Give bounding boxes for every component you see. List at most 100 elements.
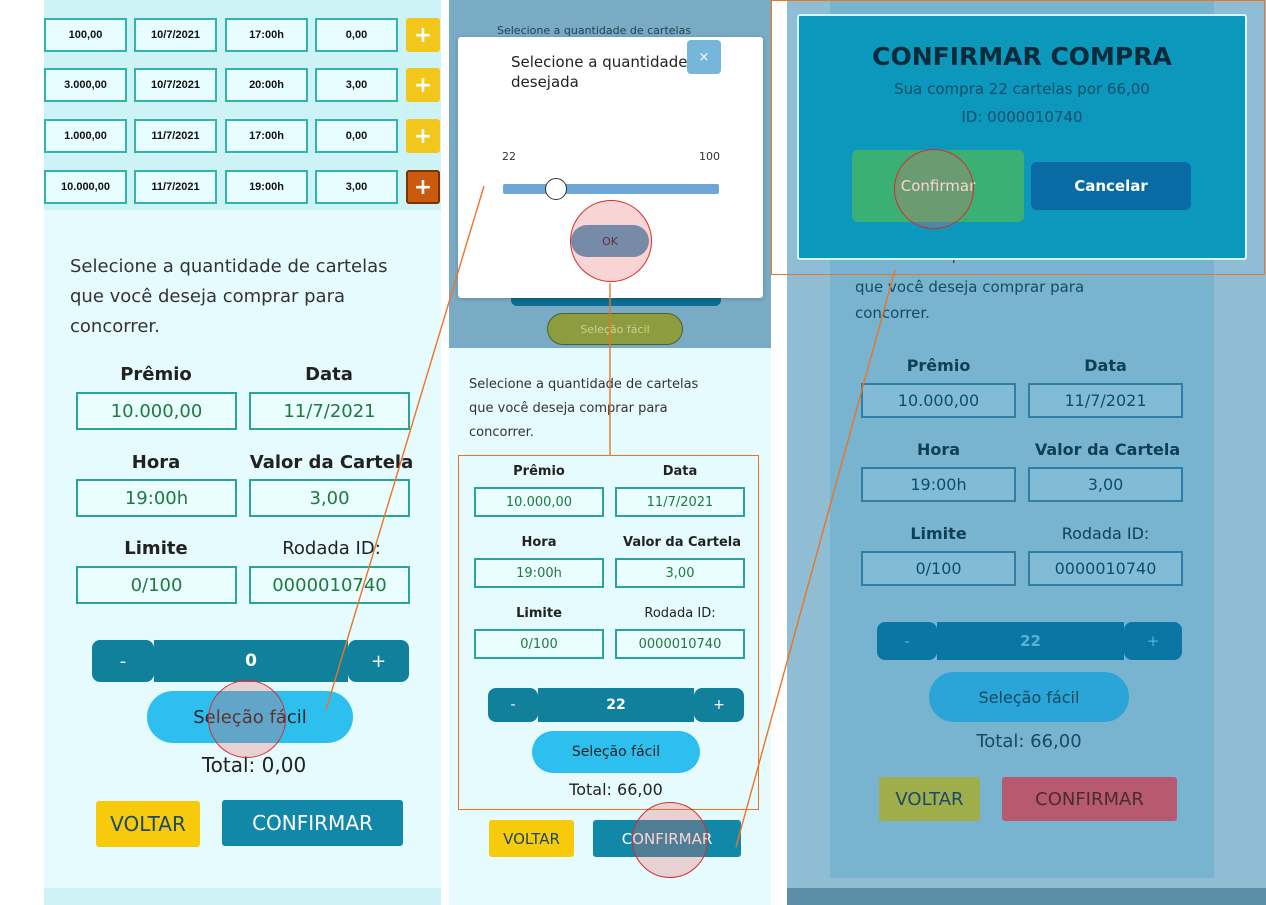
intro-line: que você deseja comprar para — [855, 278, 1085, 296]
intro-line: Selecione a quantidade de cartelas — [469, 377, 699, 392]
table-cell-premio[interactable]: 3.000,00 — [44, 68, 127, 102]
rounds-table: 100,00 10/7/2021 17:00h 0,00 + 3.000,00 … — [44, 0, 441, 210]
data-label: Data — [662, 464, 698, 479]
table-cell-data[interactable]: 11/7/2021 — [134, 119, 217, 153]
limite-label: Limite — [124, 538, 188, 559]
zoom-highlight-box — [458, 455, 759, 810]
table-cell-hora[interactable]: 17:00h — [225, 119, 308, 153]
table-cell-valor[interactable]: 3,00 — [315, 170, 398, 204]
quantity-minus-button[interactable]: - — [488, 688, 538, 722]
purchase-intro-text: Selecione a quantidade de cartelas que v… — [469, 373, 698, 445]
premio-field: 10.000,00 — [474, 487, 604, 517]
data-field: 11/7/2021 — [615, 487, 745, 517]
slider-min-label: 22 — [502, 150, 516, 163]
footer-strip — [44, 888, 441, 905]
add-round-button[interactable]: + — [406, 119, 440, 153]
data-label: Data — [305, 364, 353, 385]
intro-line: concorrer. — [70, 316, 160, 337]
rodada-id-field: 0000010740 — [615, 629, 745, 659]
rodada-id-label: Rodada ID: — [644, 606, 716, 621]
limite-field: 0/100 — [861, 551, 1016, 586]
dialog-title: CONFIRMAR COMPRA — [872, 42, 1172, 71]
selecao-facil-button[interactable]: Seleção fácil — [532, 731, 700, 773]
intro-line: que você deseja comprar para — [70, 286, 346, 307]
premio-label: Prêmio — [120, 364, 192, 385]
add-round-button[interactable]: + — [406, 18, 440, 52]
valor-cartela-label: Valor da Cartela — [1034, 440, 1181, 459]
table-cell-hora[interactable]: 19:00h — [225, 170, 308, 204]
dialog-cancel-button[interactable]: Cancelar — [1031, 162, 1191, 210]
table-cell-data[interactable]: 10/7/2021 — [134, 68, 217, 102]
backdrop-header-text: Selecione a quantidade de cartelas — [497, 24, 692, 37]
confirmar-button[interactable]: CONFIRMAR — [1002, 777, 1177, 821]
hora-label: Hora — [916, 440, 961, 459]
table-cell-premio[interactable]: 10.000,00 — [44, 170, 127, 204]
quantity-plus-button[interactable]: + — [348, 640, 409, 682]
voltar-button[interactable]: VOLTAR — [489, 820, 574, 857]
modal-title: Selecione a quantidade desejada — [511, 52, 687, 92]
data-field: 11/7/2021 — [249, 392, 410, 430]
table-cell-valor[interactable]: 0,00 — [315, 18, 398, 52]
intro-line: Selecione a quantidade de cartelas — [70, 256, 388, 277]
dialog-id: ID: 0000010740 — [961, 108, 1083, 126]
table-cell-hora[interactable]: 17:00h — [225, 18, 308, 52]
total-text: Total: 66,00 — [976, 731, 1082, 752]
quantity-value[interactable]: 22 — [538, 688, 694, 722]
dialog-message: Sua compra 22 cartelas por 66,00 — [894, 80, 1150, 98]
valor-cartela-label: Valor da Cartela — [622, 535, 742, 550]
voltar-button[interactable]: VOLTAR — [96, 801, 200, 847]
close-icon[interactable]: × — [687, 40, 721, 74]
limite-label: Limite — [516, 606, 562, 621]
quantity-plus-button[interactable]: + — [1124, 622, 1182, 660]
hora-label: Hora — [521, 535, 557, 550]
rodada-id-field: 0000010740 — [1028, 551, 1183, 586]
modal-title-line: Selecione a quantidade — [511, 53, 688, 71]
quantity-value[interactable]: 0 — [154, 640, 348, 682]
add-round-button[interactable]: + — [406, 68, 440, 102]
click-highlight-circle — [208, 680, 286, 758]
panel-1-purchase-screen: 100,00 10/7/2021 17:00h 0,00 + 3.000,00 … — [44, 0, 441, 905]
quantity-value[interactable]: 22 — [937, 622, 1124, 660]
limite-field: 0/100 — [474, 629, 604, 659]
selecao-facil-button[interactable]: Seleção fácil — [929, 672, 1129, 722]
add-round-button-selected[interactable]: + — [406, 170, 440, 204]
quantity-minus-button[interactable]: - — [92, 640, 154, 682]
hora-field: 19:00h — [474, 558, 604, 588]
table-cell-hora[interactable]: 20:00h — [225, 68, 308, 102]
rodada-id-label: Rodada ID: — [1061, 524, 1150, 543]
dimmed-selecao-facil-button: Seleção fácil — [547, 313, 683, 345]
table-cell-premio[interactable]: 1.000,00 — [44, 119, 127, 153]
valor-cartela-field: 3,00 — [249, 479, 410, 517]
modal-backdrop: Selecione a quantidade de cartelas Seleç… — [449, 0, 771, 348]
valor-cartela-label: Valor da Cartela — [249, 452, 414, 473]
data-label: Data — [1084, 356, 1127, 375]
hora-field: 19:00h — [76, 479, 237, 517]
intro-line: concorrer. — [855, 304, 930, 322]
purchase-intro-text: que você deseja comprar para concorrer. — [855, 274, 1084, 326]
quantity-minus-button[interactable]: - — [877, 622, 937, 660]
hora-field: 19:00h — [861, 467, 1016, 502]
valor-cartela-field: 3,00 — [615, 558, 745, 588]
table-cell-premio[interactable]: 100,00 — [44, 18, 127, 52]
confirmar-button[interactable]: CONFIRMAR — [222, 800, 403, 846]
total-text: Total: 66,00 — [569, 780, 663, 799]
hora-label: Hora — [131, 452, 181, 473]
purchase-intro-text: Selecione a quantidade de cartelas que v… — [70, 252, 388, 342]
valor-cartela-field: 3,00 — [1028, 467, 1183, 502]
quantity-slider-thumb[interactable] — [545, 178, 567, 200]
rodada-id-label: Rodada ID: — [282, 538, 381, 559]
table-cell-data[interactable]: 10/7/2021 — [134, 18, 217, 52]
table-cell-valor[interactable]: 0,00 — [315, 119, 398, 153]
table-cell-data[interactable]: 11/7/2021 — [134, 170, 217, 204]
zoom-highlight-box — [771, 0, 1265, 275]
footer-strip — [787, 888, 1266, 905]
table-cell-valor[interactable]: 3,00 — [315, 68, 398, 102]
click-highlight-circle — [570, 200, 652, 282]
intro-line: que você deseja comprar para — [469, 401, 668, 416]
click-highlight-circle — [894, 149, 974, 229]
slider-max-label: 100 — [699, 150, 720, 163]
intro-line: concorrer. — [469, 425, 534, 440]
quantity-slider-track[interactable] — [503, 184, 719, 194]
premio-field: 10.000,00 — [76, 392, 237, 430]
voltar-button[interactable]: VOLTAR — [879, 777, 980, 821]
